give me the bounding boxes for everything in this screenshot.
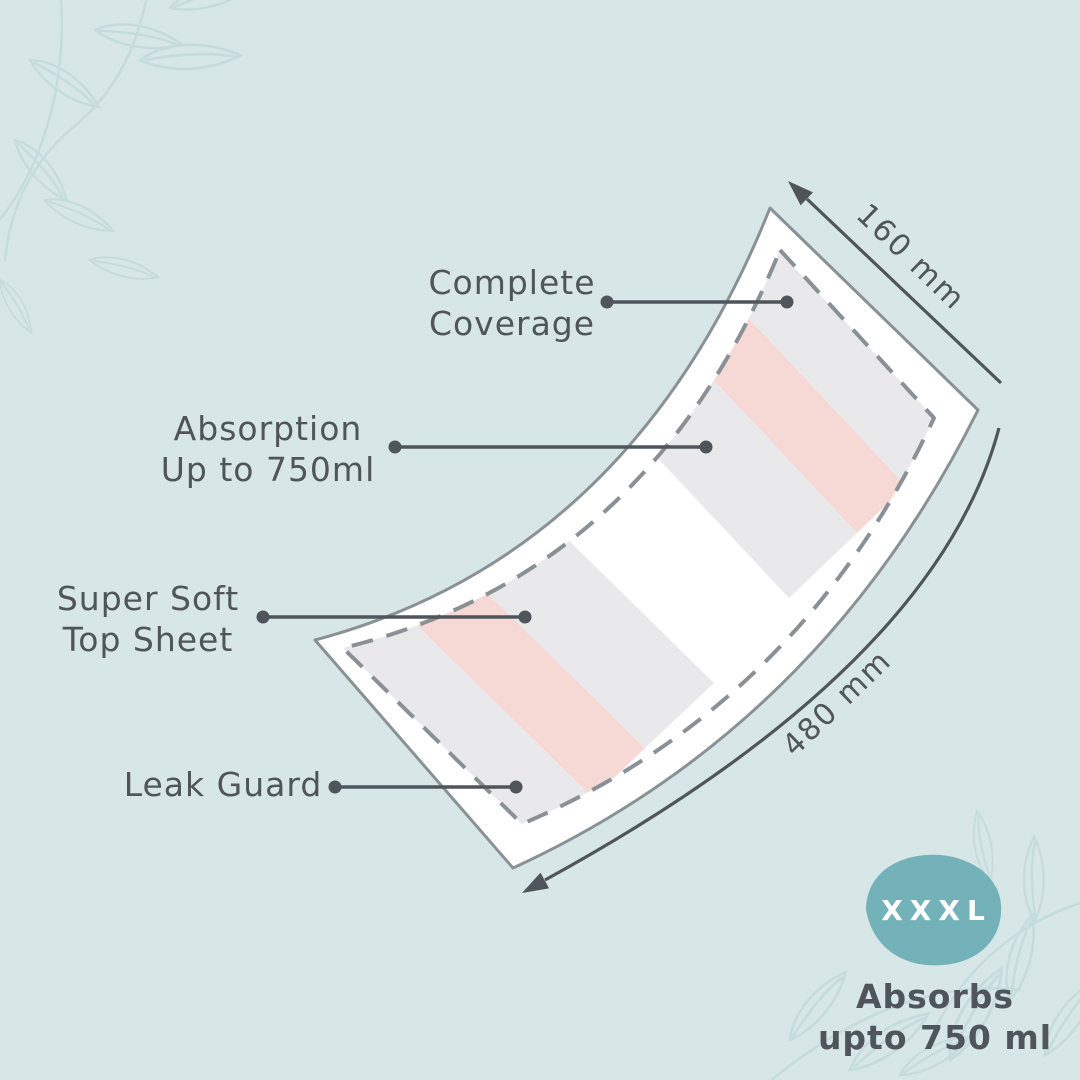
label-super-soft-top-sheet: Super Soft Top Sheet [0,578,298,660]
label-line: Coverage [428,304,596,343]
label-line: Up to 750ml [160,450,376,489]
absorbency-note: Absorbs upto 750 ml [775,976,1080,1058]
label-complete-coverage: Complete Coverage [362,262,662,344]
badge-blob-shape [866,854,1002,966]
size-badge: XXXL [858,848,1008,976]
label-line: Leak Guard [123,765,323,804]
label-line: Complete [428,263,596,302]
label-line: Top Sheet [62,620,234,659]
connector-absorption [388,440,713,454]
badge-size-label: XXXL [881,893,992,927]
arrowhead-icon [522,872,550,893]
absorbent-core-dashed-outline [341,248,936,826]
bottom-end-gray-stripe [343,580,593,824]
label-leak-guard: Leak Guard [73,764,373,805]
leaf-decoration-bottom-right [769,810,1080,1080]
absorbency-line: upto 750 ml [817,1018,1053,1057]
connector-leak-guard [328,780,523,794]
arrowhead-icon [788,181,813,206]
absorbency-line: Absorbs [855,977,1014,1016]
top-end-gray-stripe [709,250,934,486]
label-line: Super Soft [56,579,240,618]
label-line: Absorption [173,409,363,448]
label-absorption: Absorption Up to 750ml [118,408,418,490]
leaf-decoration-top-left [0,0,256,338]
connector-super-soft [256,610,532,624]
connector-complete-coverage [600,295,794,309]
